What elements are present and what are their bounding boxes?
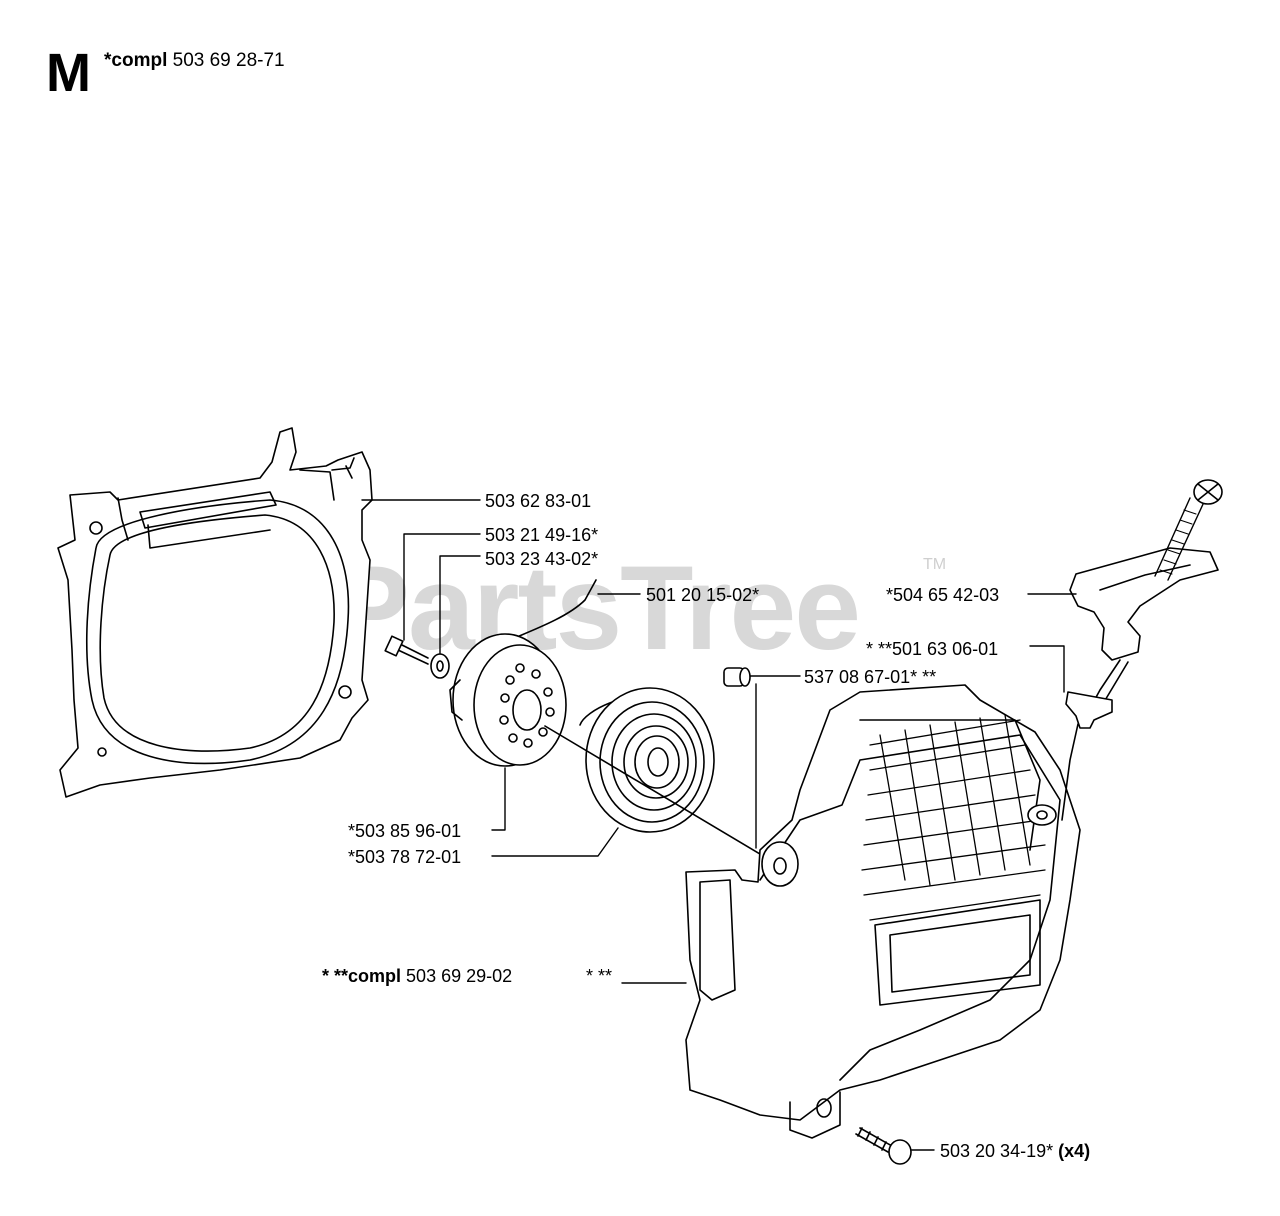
header-note-prefix: *compl: [104, 50, 168, 71]
leader-c9: [491, 827, 619, 857]
starter-handle-part: [1061, 479, 1223, 821]
callout-503-62-83-01[interactable]: 503 62 83-01: [485, 491, 592, 511]
leader-c2: [403, 533, 481, 641]
callout-501-20-15-02[interactable]: 501 20 15-02*: [646, 585, 760, 605]
callout-503-20-34-19[interactable]: 503 20 34-19* (x4): [940, 1142, 1090, 1160]
callout-537-08-67-01[interactable]: 537 08 67-01* **: [804, 667, 937, 687]
callout-504-65-42-03[interactable]: *504 65 42-03: [886, 585, 1000, 605]
callout-503-78-72-01[interactable]: *503 78 72-01: [348, 847, 462, 867]
watermark-trademark: TM: [923, 556, 947, 573]
starter-cover-part: [685, 684, 1081, 1139]
callout-bolt-part: 503 20 34-19*: [940, 1141, 1054, 1161]
bottom-screw-part: [855, 1127, 912, 1165]
header-note: *compl 503 69 28-71: [104, 50, 285, 72]
callout-compl-prefix: * **compl: [322, 966, 402, 986]
callout-503-69-29-02[interactable]: * **compl 503 69 29-02: [322, 967, 512, 985]
screw-and-washer-part: [384, 635, 450, 679]
assembly-axis-line: [544, 725, 771, 861]
fan-housing-part: [57, 427, 373, 798]
leader-lines: [361, 499, 1077, 1151]
callout-compl-part: 503 69 29-02: [406, 966, 513, 986]
callout-503-23-43-02[interactable]: 503 23 43-02*: [485, 549, 599, 569]
section-letter: M: [46, 43, 91, 103]
rope-pulley-part: [449, 579, 597, 767]
leader-c8: [491, 767, 506, 831]
callout-503-21-49-16[interactable]: 503 21 49-16*: [485, 525, 599, 545]
leader-c6: [1029, 645, 1065, 693]
header-note-part: 503 69 28-71: [172, 50, 285, 71]
callout-compl-suffix: * **: [586, 966, 613, 986]
bushing-part: [723, 667, 751, 687]
callout-503-85-96-01[interactable]: *503 85 96-01: [348, 821, 462, 841]
leader-c3: [439, 555, 481, 655]
recoil-spring-part: [579, 687, 715, 833]
callout-501-63-06-01[interactable]: * **501 63 06-01: [866, 639, 999, 659]
callout-bolt-qty: (x4): [1058, 1141, 1091, 1161]
